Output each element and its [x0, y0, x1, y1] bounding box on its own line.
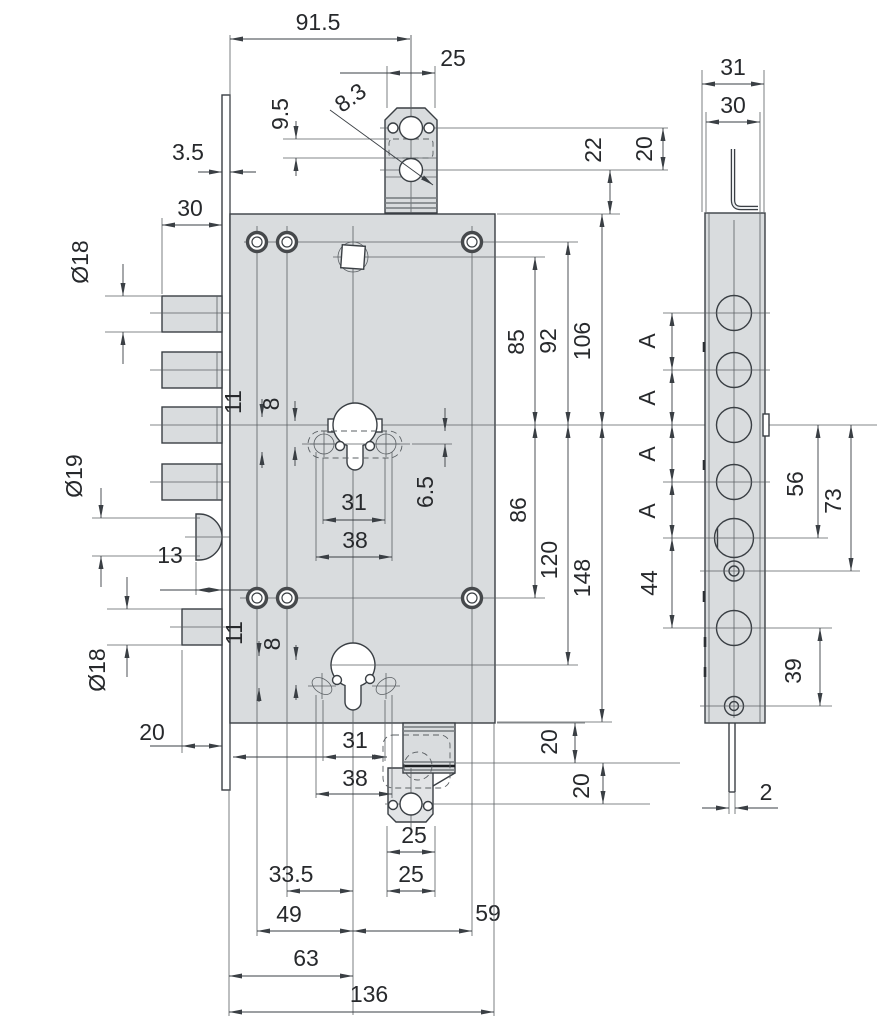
deadbolt-1: [161, 295, 223, 333]
top-bracket: [283, 35, 668, 214]
dim-A-2: A: [634, 390, 660, 406]
dim-39: 39: [780, 658, 806, 684]
dim-11-upper: 11: [220, 390, 246, 414]
dim-49: 49: [276, 901, 302, 927]
euro-keyhole-lower: [330, 642, 376, 711]
dim-9-5: 9.5: [267, 98, 293, 130]
dim-33-5: 33.5: [269, 861, 314, 887]
plate-hole: [399, 792, 423, 816]
cylinder-fixing-slot: [375, 677, 397, 695]
edge-tabs: [702, 342, 707, 677]
plate-screw-hole: [422, 800, 434, 812]
dim-dia18-top: Ø18: [67, 240, 93, 283]
dim-22: 22: [580, 137, 606, 163]
dim-136: 136: [350, 981, 388, 1007]
cylinder-fixing-slot: [311, 677, 333, 695]
top-hook: [730, 149, 758, 211]
screw-hole: [275, 230, 299, 254]
dim-73: 73: [820, 488, 846, 514]
faceplate: [221, 94, 231, 791]
small-hole: [364, 440, 376, 452]
screw-hole: [275, 586, 299, 610]
dim-91-5: 91.5: [296, 9, 341, 35]
dim-dia18-bottom: Ø18: [84, 648, 110, 691]
dim-2: 2: [760, 779, 773, 805]
dim-8-lower: 8: [259, 638, 285, 651]
dim-38-upper: 38: [342, 527, 368, 553]
lock-body: [229, 213, 496, 724]
side-tab: [762, 413, 770, 437]
side-plate: [704, 212, 766, 724]
euro-cylinder-upper: [302, 402, 410, 471]
dim-13: 13: [157, 542, 183, 568]
dim-8-3: 8.3: [330, 78, 371, 118]
euro-keyhole-upper: [332, 402, 378, 471]
dim-59: 59: [475, 900, 501, 926]
dim-25-top: 25: [440, 45, 466, 71]
front-view: [150, 35, 877, 1015]
bolt-hole: [715, 406, 753, 444]
dim-85: 85: [503, 329, 529, 355]
dim-31-upper: 31: [341, 489, 367, 515]
dim-6-5: 6.5: [412, 476, 438, 508]
dim-92: 92: [535, 328, 561, 354]
screw-hole: [245, 230, 269, 254]
plate-screw-hole: [387, 799, 399, 811]
dim-30-left: 30: [177, 195, 203, 221]
dim-30-side: 30: [720, 92, 746, 118]
bracket-hole-lower: [398, 157, 424, 183]
dimensions: 91.5 25 9.5 8.3 3.5 22 20 30 Ø18: [61, 9, 860, 1016]
euro-cylinder-lower: [308, 642, 578, 711]
dim-31-side: 31: [720, 54, 746, 80]
dim-8-upper: 8: [258, 398, 284, 411]
dim-31-lower: 31: [342, 727, 368, 753]
dim-44: 44: [636, 570, 662, 596]
dim-25-bottom-2: 25: [398, 861, 424, 887]
dim-106: 106: [569, 322, 595, 360]
dim-20-top: 20: [631, 136, 657, 162]
bracket-screw-hole: [387, 122, 399, 134]
bracket-screw-hole: [423, 122, 435, 134]
dim-20-right-1: 20: [536, 729, 562, 755]
small-hole: [331, 674, 343, 686]
side-view: [702, 149, 770, 793]
spindle-hole-circle: [337, 241, 369, 273]
small-hole: [334, 440, 346, 452]
dim-20-bottom-left: 20: [139, 719, 165, 745]
dim-A-1: A: [634, 333, 660, 349]
dim-3-5: 3.5: [172, 139, 204, 165]
dim-A-3: A: [634, 446, 660, 462]
bracket-hole: [398, 115, 424, 141]
dim-25-bottom-1: 25: [401, 822, 427, 848]
spindle-square-hole: [339, 243, 367, 271]
dim-11-lower: 11: [221, 621, 247, 645]
dim-148: 148: [569, 559, 595, 597]
dim-A-4: A: [634, 503, 660, 519]
dim-dia19: Ø19: [61, 454, 87, 497]
fixing-holes: [240, 226, 578, 936]
dim-86: 86: [505, 497, 531, 523]
dim-63: 63: [293, 945, 319, 971]
dim-56: 56: [782, 471, 808, 497]
screw-hole: [460, 230, 484, 254]
dim-120: 120: [536, 541, 562, 579]
small-hole: [364, 673, 376, 685]
bottom-bracket: [233, 722, 650, 828]
dim-38-lower: 38: [342, 765, 368, 791]
screw-hole: [460, 586, 484, 610]
dim-20-right-2: 20: [568, 773, 594, 799]
screw-hole: [245, 586, 269, 610]
